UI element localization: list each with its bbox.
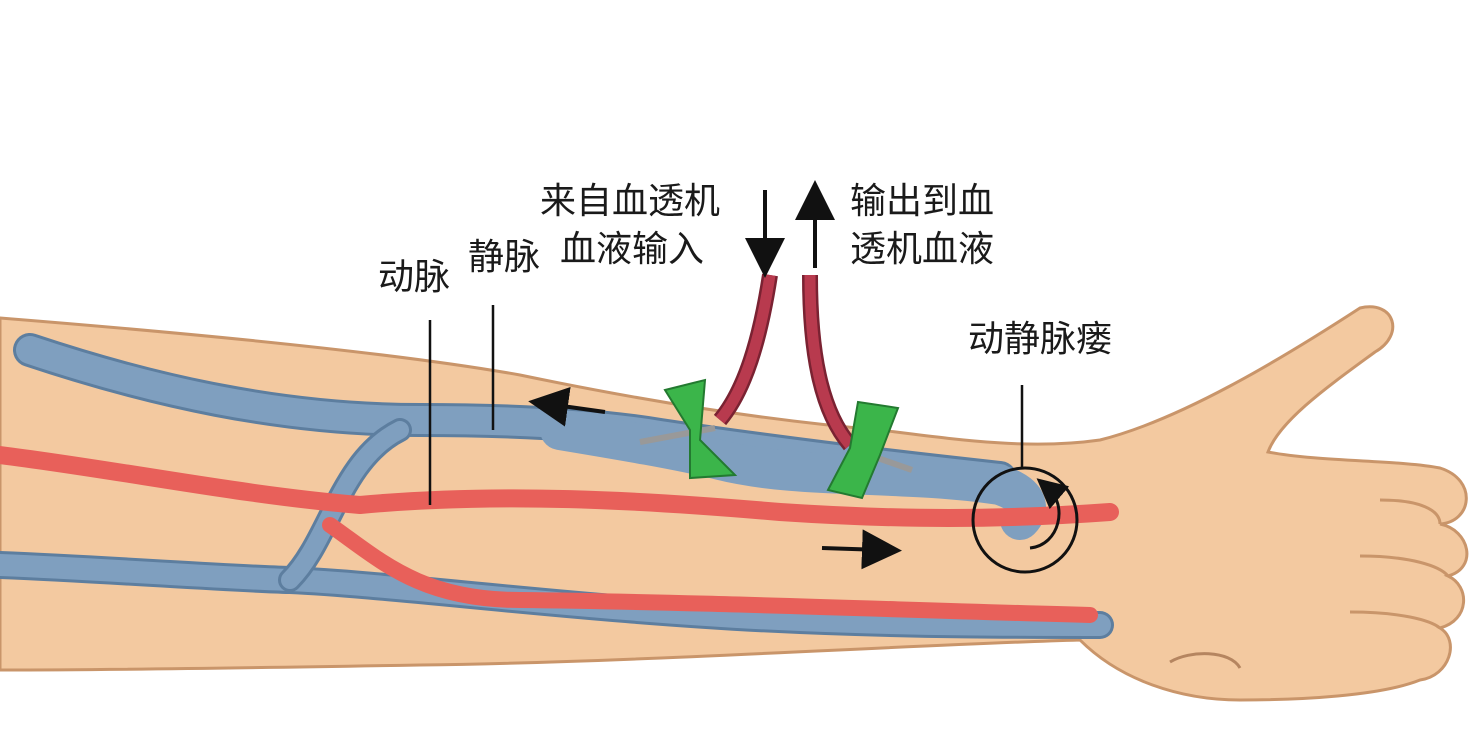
circular-arrow-icon [1029, 478, 1070, 550]
fistula-circle [971, 466, 1079, 574]
inflow-label-line1: 来自血透机 [540, 181, 721, 222]
fistula-label: 动静脉瘘 [968, 319, 1113, 360]
outflow-label-line2: 透机血液 [850, 229, 995, 270]
inflow-label-line2: 血液输入 [560, 229, 705, 270]
artery-network [0, 446, 1119, 623]
vein-label: 静脉 [468, 237, 541, 278]
outflow-needle [826, 400, 913, 500]
dialysis-tubing [713, 273, 857, 451]
inflow-needle [639, 378, 738, 480]
arrow-icon [528, 180, 902, 570]
finger-lines [1349, 498, 1450, 630]
outflow-label-line1: 输出到血 [850, 181, 995, 222]
palm-mark [1169, 652, 1242, 669]
artery-label: 动脉 [378, 257, 451, 298]
leader-lines [428, 305, 1024, 505]
